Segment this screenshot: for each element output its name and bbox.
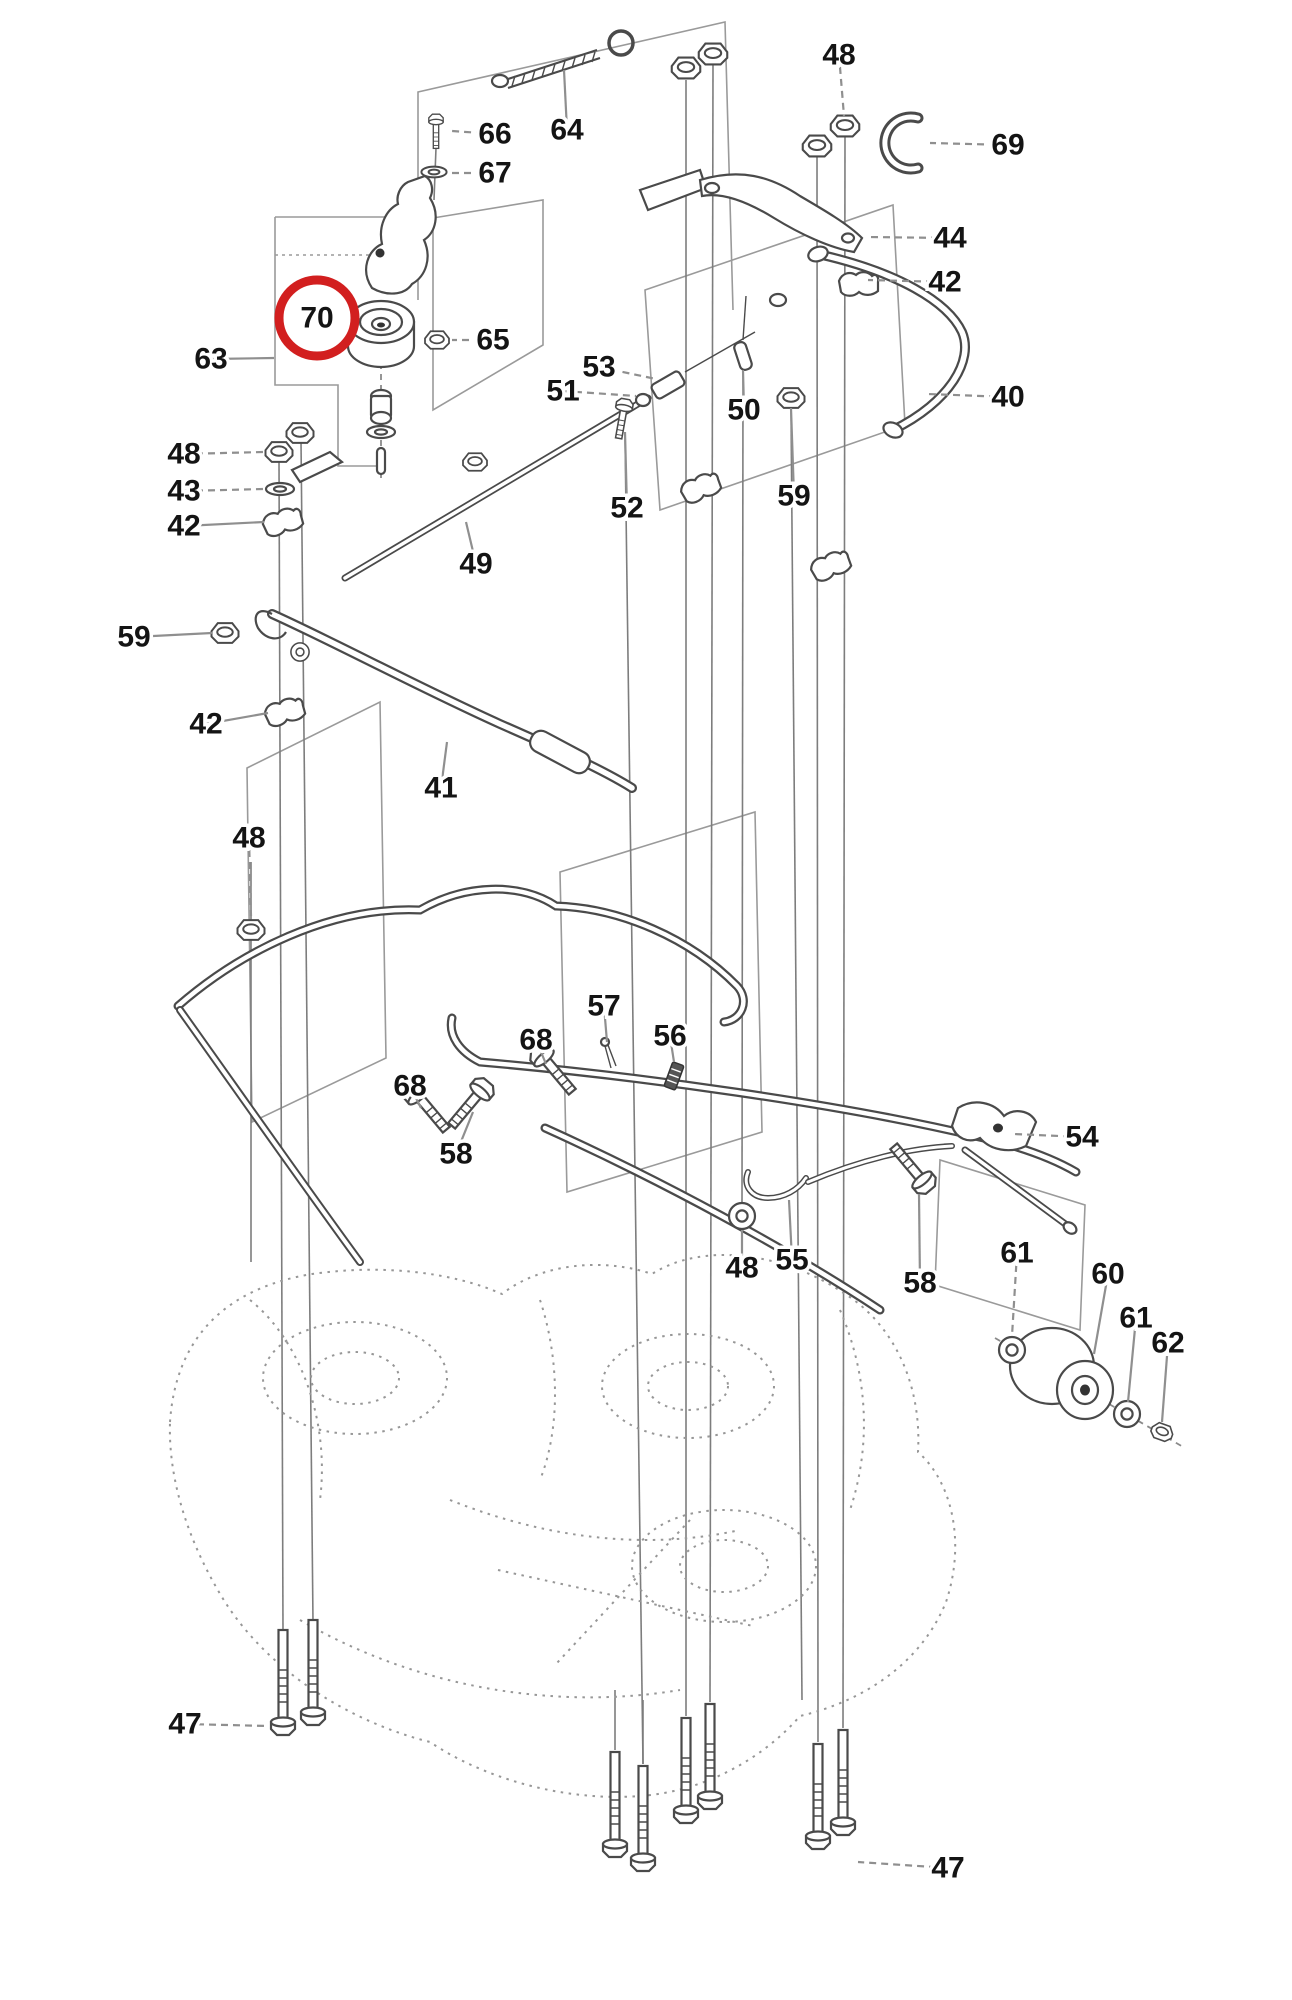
part-label-58-left: 58: [439, 1138, 472, 1171]
part-label-65: 65: [476, 324, 509, 357]
part-label-63: 63: [194, 343, 227, 376]
leader-60: [1092, 1273, 1110, 1355]
part-label-42-right: 42: [928, 266, 961, 299]
lower-arm-55: [540, 1123, 955, 1315]
part-label-69: 69: [991, 129, 1024, 162]
leader-40: [927, 392, 1009, 399]
part-label-56: 56: [653, 1020, 686, 1053]
weldment-arm-upper: [173, 884, 748, 1266]
part-label-42-left-lower: 42: [189, 708, 222, 741]
part-label-67: 67: [478, 157, 511, 190]
pulley-shaft-parts: [365, 388, 397, 476]
leader-47-bottom-left: [184, 1722, 269, 1728]
hook-69: [879, 111, 924, 175]
part-label-58-right: 58: [903, 1267, 936, 1300]
leader-51: [562, 389, 637, 398]
leader-62: [1160, 1342, 1170, 1423]
highlight-circle-70: [274, 275, 360, 361]
leader-43: [183, 487, 265, 493]
part-label-42-left: 42: [167, 510, 200, 543]
leader-63: [210, 356, 275, 361]
gauge-roller-60: [1008, 1326, 1115, 1421]
lower-arm-54: [446, 1013, 1081, 1235]
part-label-48-bottom: 48: [725, 1252, 758, 1285]
part-label-66: 66: [478, 118, 511, 151]
part-label-48-mid: 48: [232, 822, 265, 855]
leader-69: [929, 141, 1009, 147]
leader-44: [865, 235, 951, 240]
mower-deck-outline: [168, 1253, 957, 1798]
part-label-43: 43: [167, 475, 200, 508]
part-label-64: 64: [550, 114, 584, 147]
part-label-68-left: 68: [393, 1070, 426, 1103]
leader-48-top: [837, 54, 846, 117]
part-label-68-right: 68: [519, 1024, 552, 1057]
part-label-48-left: 48: [167, 438, 200, 471]
leader-48-mid: [247, 837, 253, 917]
part-label-49: 49: [459, 548, 492, 581]
part-label-44: 44: [933, 222, 967, 255]
leader-64: [562, 69, 569, 131]
leader-41: [439, 741, 449, 789]
leader-68-right: [534, 1039, 548, 1065]
frame-bracket-40: [768, 245, 970, 439]
part-label-62: 62: [1151, 1327, 1184, 1360]
rod-49-and-turnbuckle: [341, 295, 756, 582]
part-label-55: 55: [775, 1244, 808, 1277]
part-label-60: 60: [1091, 1258, 1124, 1291]
leader-68-left: [409, 1085, 422, 1109]
part-label-57: 57: [587, 990, 620, 1023]
part-label-61-right: 61: [1119, 1302, 1152, 1335]
fasteners: [210, 42, 1176, 1873]
leader-59-right: [789, 407, 796, 497]
part-label-41: 41: [424, 772, 457, 805]
idler-pulley-70: [346, 299, 416, 369]
leader-61-right: [1126, 1317, 1138, 1403]
leader-42-right: [867, 278, 946, 284]
leader-48-left: [183, 450, 264, 456]
part-label-54: 54: [1065, 1121, 1099, 1154]
leader-47-bottom-right: [857, 1860, 949, 1870]
leader-lines: [133, 54, 1170, 1870]
leader-56: [668, 1035, 676, 1063]
leader-55: [787, 1199, 794, 1261]
leader-42-left: [183, 520, 265, 528]
part-label-53: 53: [582, 351, 615, 384]
leader-53: [598, 365, 657, 381]
leader-61-left: [1010, 1252, 1019, 1337]
part-label-70: 70: [300, 302, 333, 335]
lift-arm-41: [254, 609, 637, 793]
part-label-50: 50: [727, 394, 760, 427]
part-label-61-left: 61: [1000, 1237, 1033, 1270]
part-label-59-left: 59: [117, 621, 150, 654]
leader-52: [623, 431, 629, 509]
bracket-44: [638, 168, 864, 254]
leader-59-left: [133, 631, 213, 639]
idler-bracket-63: [365, 174, 437, 295]
part-label-59-right: 59: [777, 480, 810, 513]
leader-42-left-lower: [205, 711, 269, 726]
leader-58-right: [917, 1193, 922, 1284]
leader-49: [464, 521, 478, 565]
leader-57: [602, 1005, 609, 1043]
part-label-48-top: 48: [822, 39, 855, 72]
leader-50: [741, 369, 746, 411]
part-label-52: 52: [610, 492, 643, 525]
part-label-47-bottom-right: 47: [931, 1852, 964, 1885]
part-label-40: 40: [991, 381, 1024, 414]
part-label-47-bottom-left: 47: [168, 1708, 201, 1741]
part-label-51: 51: [546, 375, 579, 408]
leader-58-left: [454, 1111, 475, 1155]
spring-64: [490, 29, 635, 90]
